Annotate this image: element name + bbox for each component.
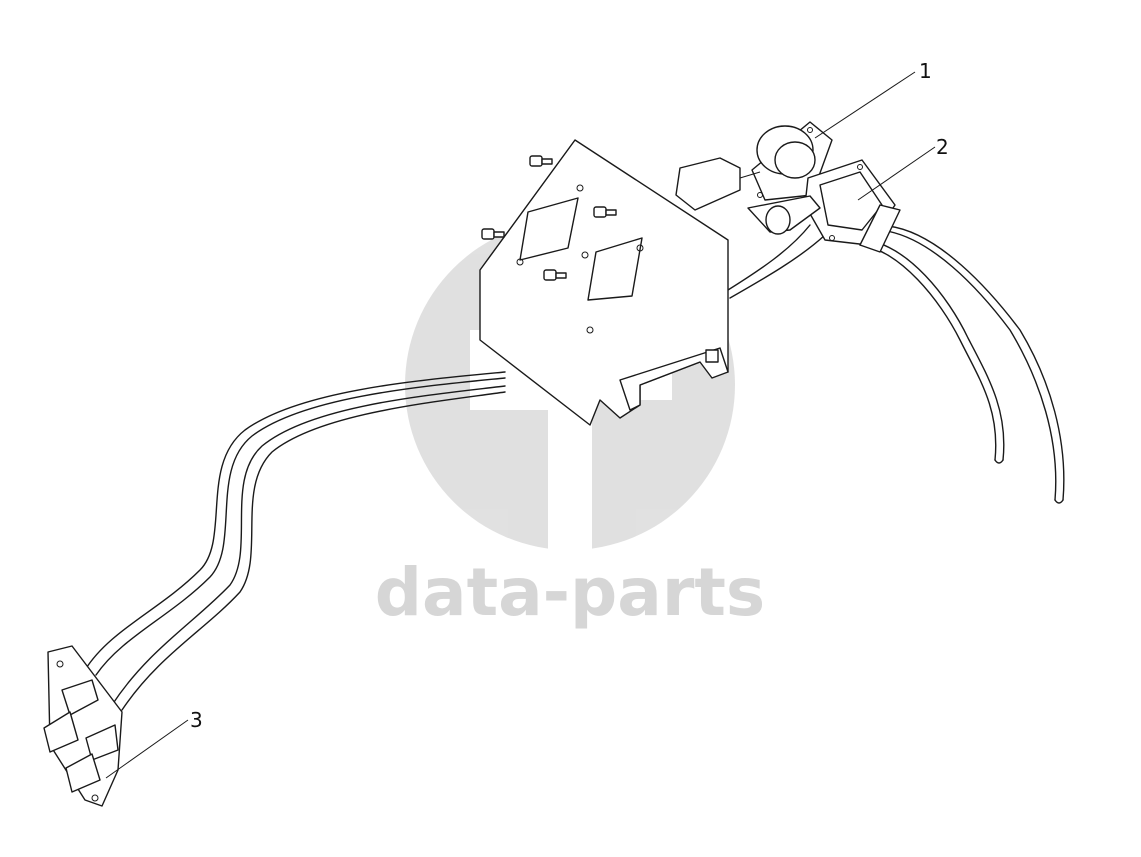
bolts bbox=[481, 155, 617, 281]
cable-bundle-right bbox=[727, 224, 1065, 504]
callout-1: 1 bbox=[814, 59, 932, 139]
bolt-icon bbox=[543, 269, 567, 281]
watermark-text: data-parts bbox=[375, 554, 765, 631]
callout-label-3: 3 bbox=[190, 708, 203, 732]
bolt-icon bbox=[529, 155, 553, 167]
callout-label-1: 1 bbox=[919, 59, 932, 83]
callout-3: 3 bbox=[105, 708, 203, 779]
callout-2: 2 bbox=[857, 135, 949, 201]
switch-part-2 bbox=[747, 159, 901, 253]
bolt-icon bbox=[481, 228, 505, 240]
connector-plate-part-3 bbox=[43, 645, 123, 807]
mounting-bracket bbox=[479, 139, 729, 426]
bolt-icon bbox=[593, 206, 617, 218]
callout-label-2: 2 bbox=[936, 135, 949, 159]
switch-part-1 bbox=[675, 121, 833, 211]
cable-bundle-left bbox=[84, 371, 506, 711]
